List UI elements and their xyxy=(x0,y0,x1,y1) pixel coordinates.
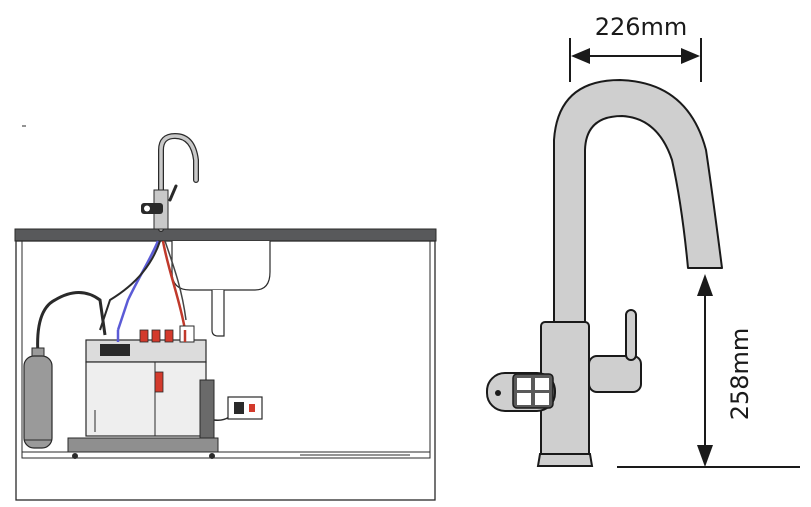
boiling-water-tap-icon xyxy=(486,79,723,467)
sink-bowl xyxy=(171,241,271,291)
width-dimension: 226mm xyxy=(569,13,702,82)
filter-cylinder-icon xyxy=(23,347,53,449)
cabinet-diagram xyxy=(14,125,437,501)
height-dimension: 258mm xyxy=(697,274,754,467)
height-label: 258mm xyxy=(726,328,754,421)
tap-dimension-drawing: 226mm 258mm xyxy=(486,13,800,468)
boiler-tank-icon xyxy=(67,325,219,459)
small-tap-icon xyxy=(141,132,199,232)
width-label: 226mm xyxy=(595,13,688,41)
wall-socket-icon xyxy=(227,396,263,420)
countertop xyxy=(14,228,437,242)
cabinet-shelf xyxy=(21,451,431,459)
